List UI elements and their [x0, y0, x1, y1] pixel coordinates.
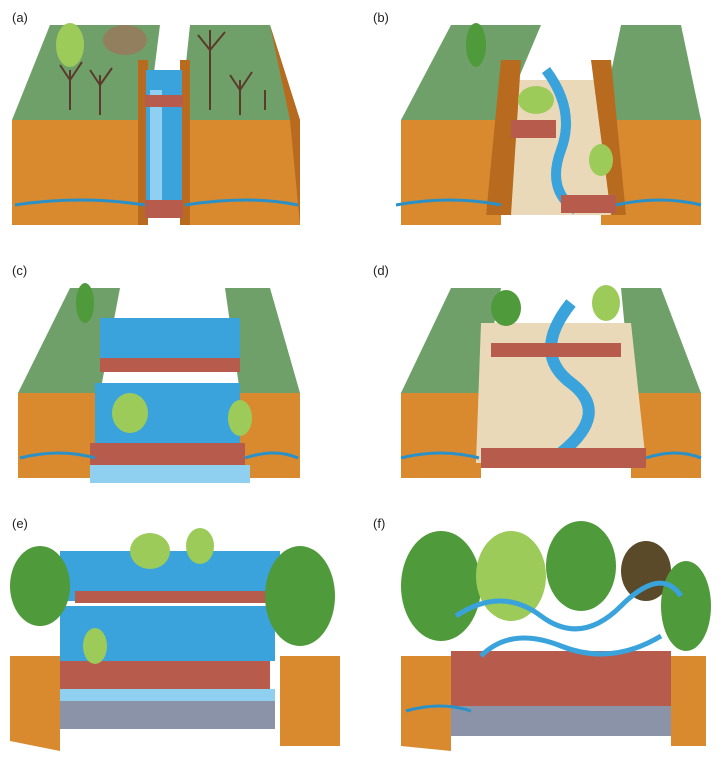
panel-label: (f): [373, 516, 385, 531]
stream-stage-d-illustration: [361, 253, 721, 506]
panel-b: (b): [361, 0, 721, 253]
panel-f: (f): [361, 506, 721, 759]
stream-stage-f-illustration: [361, 506, 721, 759]
panel-d: (d): [361, 253, 721, 506]
panel-a: (a): [0, 0, 360, 253]
stream-stage-b-illustration: [361, 0, 721, 253]
panel-label: (b): [373, 10, 389, 25]
stream-stage-a-illustration: [0, 0, 360, 253]
panel-label: (a): [12, 10, 28, 25]
panel-label: (d): [373, 263, 389, 278]
panel-label: (c): [12, 263, 27, 278]
panel-c: (c): [0, 253, 360, 506]
stream-stage-e-illustration: [0, 506, 360, 759]
stream-stage-c-illustration: [0, 253, 360, 506]
panel-label: (e): [12, 516, 28, 531]
panel-e: (e): [0, 506, 360, 759]
